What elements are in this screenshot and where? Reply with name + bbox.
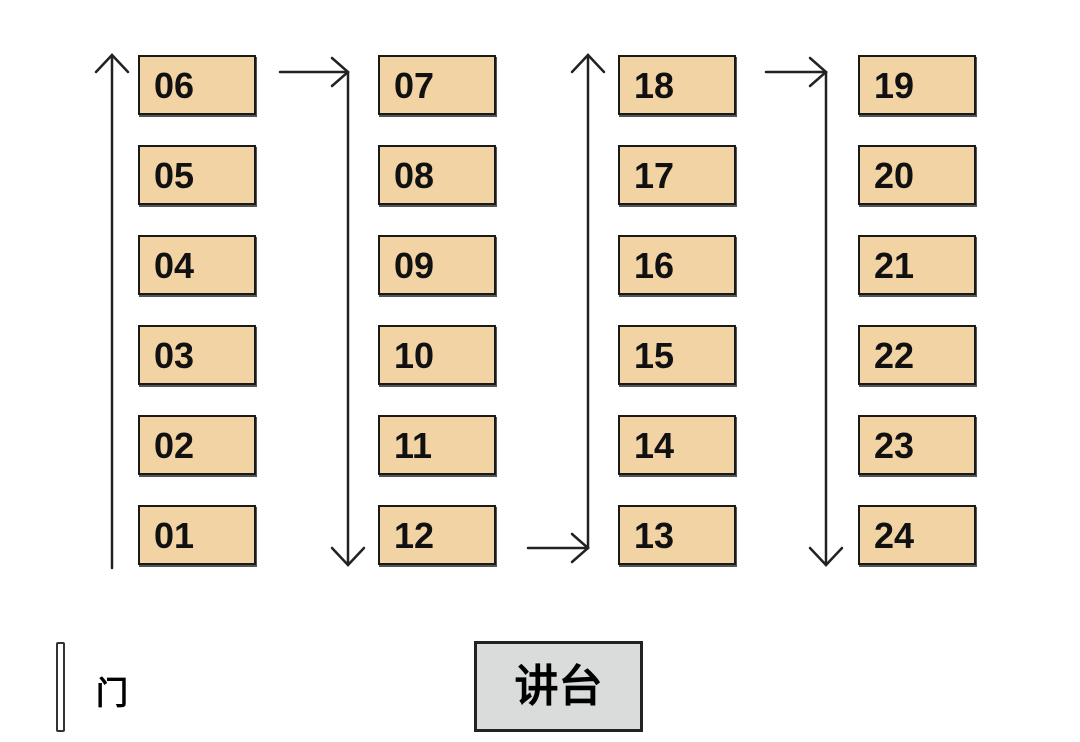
seat-11: 11 (378, 415, 496, 475)
seat-16: 16 (618, 235, 736, 295)
seat-03: 03 (138, 325, 256, 385)
seat-02: 02 (138, 415, 256, 475)
seat-18: 18 (618, 55, 736, 115)
seat-20: 20 (858, 145, 976, 205)
seat-22: 22 (858, 325, 976, 385)
door-label: 门 (96, 674, 129, 712)
podium: 讲台 (474, 641, 643, 732)
seat-12: 12 (378, 505, 496, 565)
arrow-right-top-1 (278, 56, 350, 88)
arrow-right-bottom (526, 532, 590, 564)
arrow-down-column-2 (330, 70, 366, 567)
arrow-up-column-1 (94, 53, 130, 570)
seat-19: 19 (858, 55, 976, 115)
seat-10: 10 (378, 325, 496, 385)
seat-08: 08 (378, 145, 496, 205)
arrow-right-top-2 (764, 56, 828, 88)
seat-13: 13 (618, 505, 736, 565)
seat-05: 05 (138, 145, 256, 205)
seat-14: 14 (618, 415, 736, 475)
seat-01: 01 (138, 505, 256, 565)
door-icon (56, 642, 65, 732)
seat-04: 04 (138, 235, 256, 295)
seat-24: 24 (858, 505, 976, 565)
seat-23: 23 (858, 415, 976, 475)
seat-07: 07 (378, 55, 496, 115)
seat-17: 17 (618, 145, 736, 205)
seat-06: 06 (138, 55, 256, 115)
seat-15: 15 (618, 325, 736, 385)
seat-21: 21 (858, 235, 976, 295)
arrow-up-column-3 (570, 53, 606, 550)
arrow-down-column-4 (808, 70, 844, 567)
seat-09: 09 (378, 235, 496, 295)
